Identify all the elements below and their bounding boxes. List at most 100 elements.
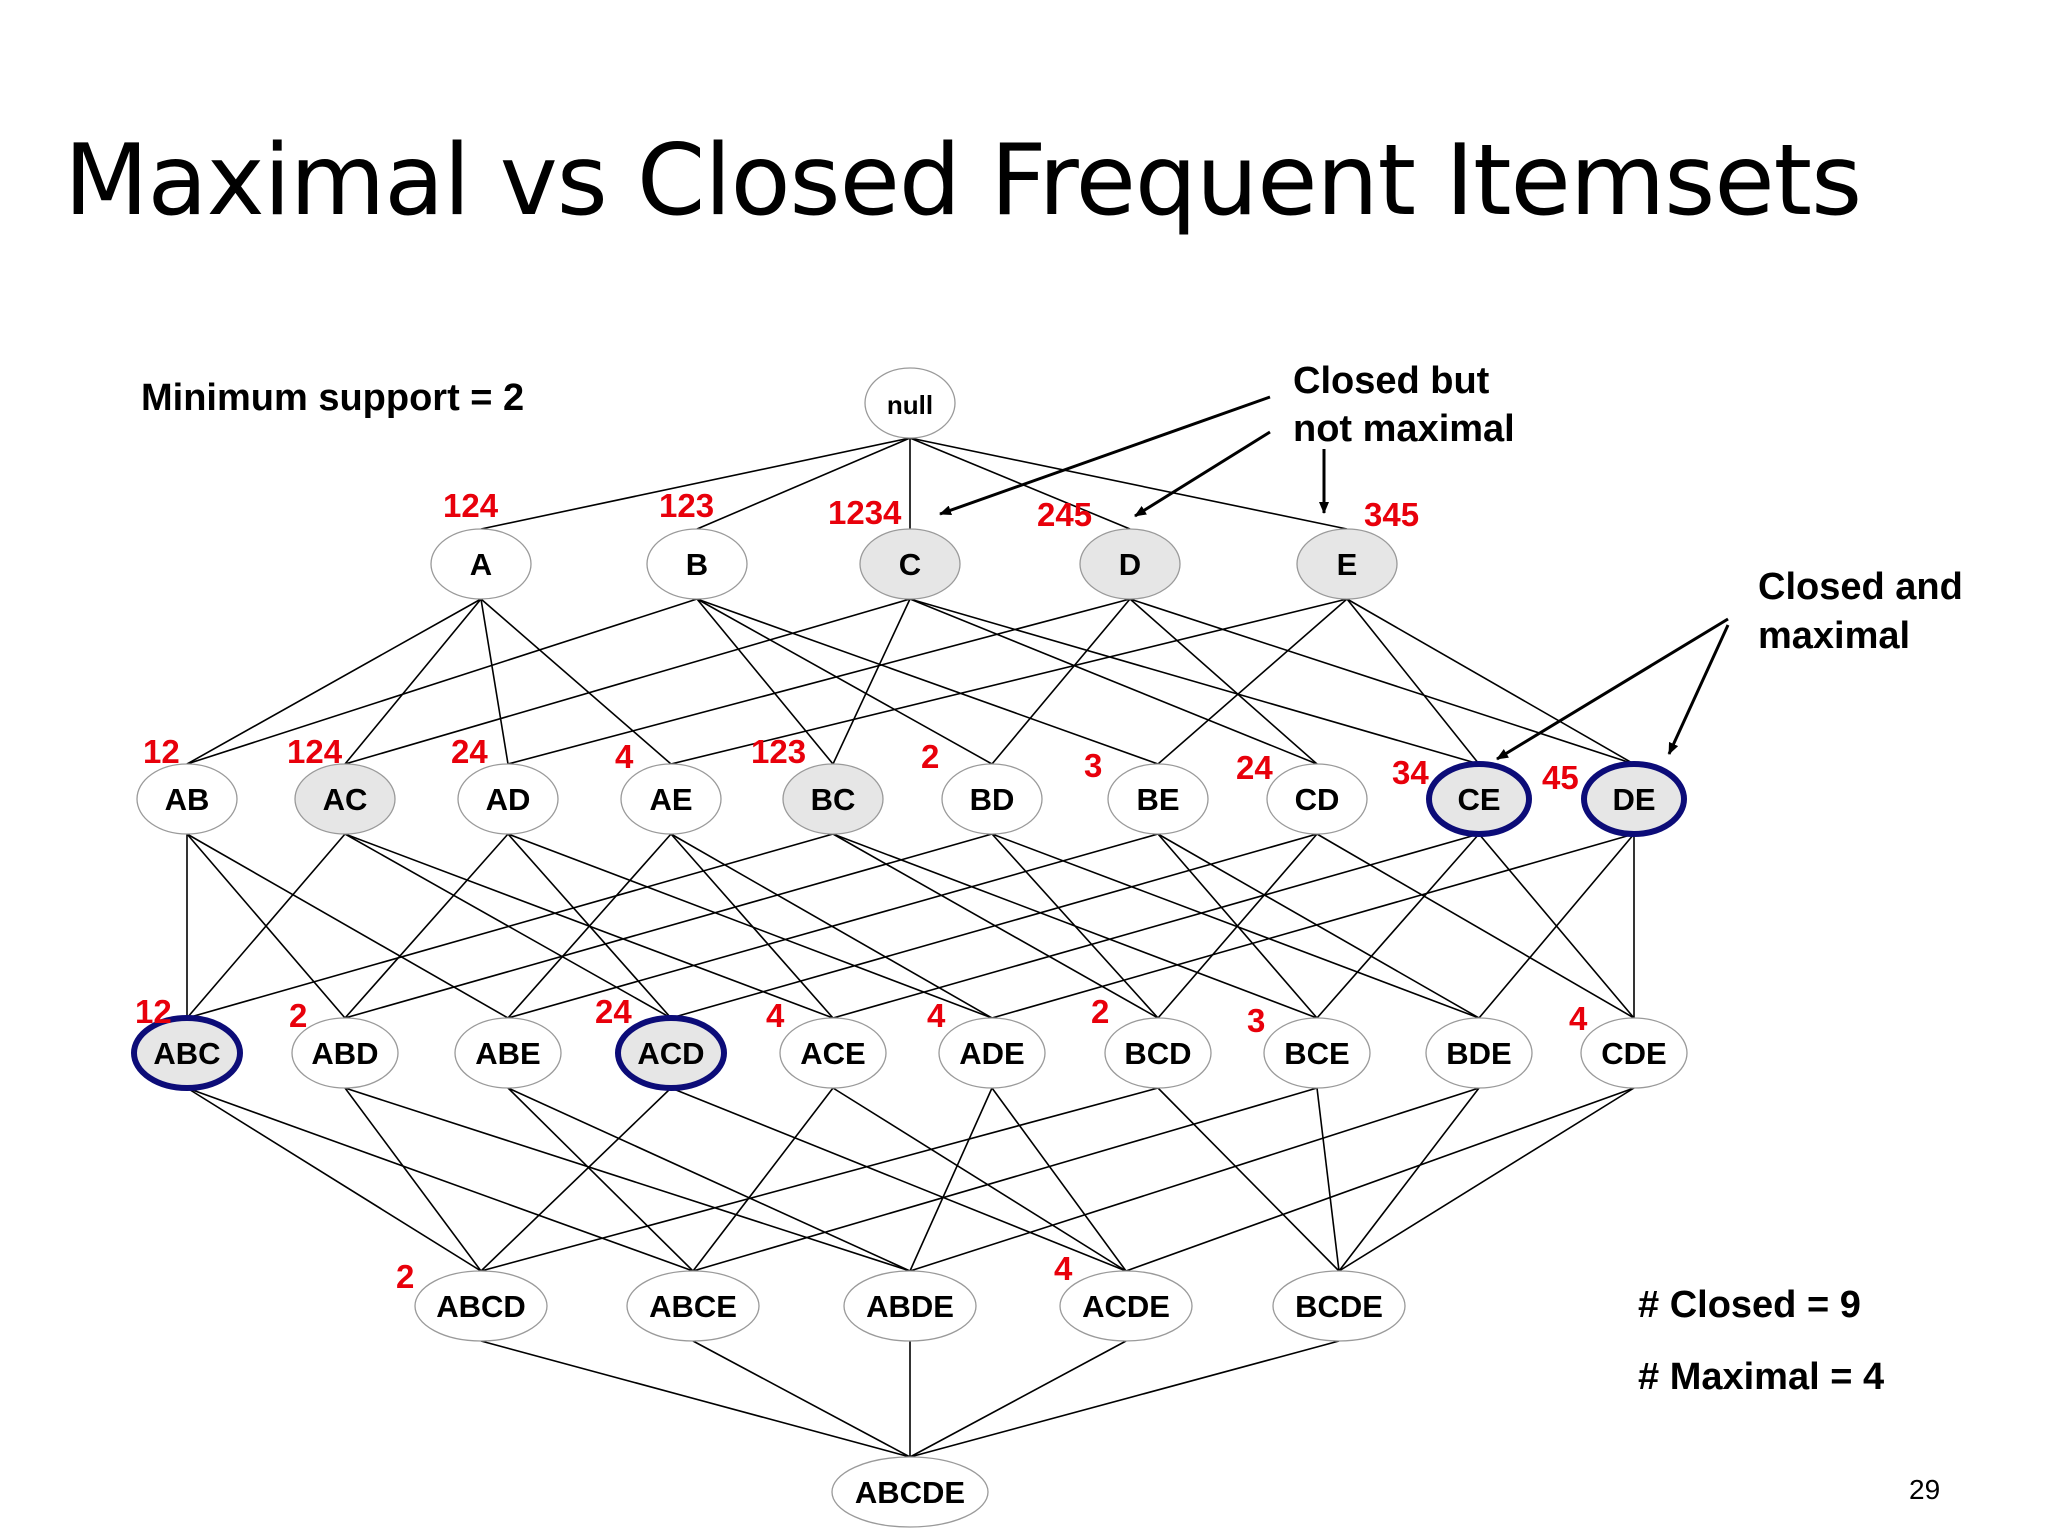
edge-BC-ABC xyxy=(186,833,834,1019)
support-acde: 4 xyxy=(1054,1250,1073,1287)
node-ellipse-abcde xyxy=(831,1456,989,1528)
page-number: 29 xyxy=(1909,1474,1940,1505)
node-ad: AD xyxy=(457,763,559,835)
node-ellipse-c xyxy=(859,528,961,600)
node-ellipse-cde xyxy=(1580,1017,1688,1089)
edge-CE-ACE xyxy=(832,833,1480,1019)
edge-ACD-ACDE xyxy=(670,1087,1127,1272)
edge-CE-BCE xyxy=(1316,833,1480,1019)
support-ad: 24 xyxy=(451,733,488,770)
node-ellipse-abde xyxy=(843,1270,977,1342)
edge-CD-ACD xyxy=(670,833,1318,1019)
node-label-abc: ABC xyxy=(153,1036,220,1071)
annotation-arrows xyxy=(939,395,1730,761)
edge-ABE-ABDE xyxy=(507,1087,911,1272)
node-ac: AC xyxy=(294,763,396,835)
node-label-abcd: ABCD xyxy=(436,1289,526,1324)
edge-CD-CDE xyxy=(1316,833,1635,1019)
support-acd: 24 xyxy=(595,993,632,1030)
node-ellipse-ac xyxy=(294,763,396,835)
closed-and-maximal-line-2: maximal xyxy=(1758,615,1910,657)
node-cde: CDE xyxy=(1580,1017,1688,1089)
edge-D-DE xyxy=(1129,598,1635,765)
node-ellipse-abe xyxy=(454,1017,562,1089)
support-ce: 34 xyxy=(1392,754,1429,791)
node-bce: BCE xyxy=(1263,1017,1371,1089)
edge-E-CE xyxy=(1346,598,1480,765)
edge-D-BD xyxy=(991,598,1131,765)
edge-ACE-ACDE xyxy=(832,1087,1127,1272)
node-label-acde: ACDE xyxy=(1082,1289,1170,1324)
node-ellipse-acd xyxy=(615,1015,727,1091)
node-de: DE xyxy=(1581,761,1687,837)
node-acde: ACDE xyxy=(1059,1270,1193,1342)
edge-BDE-BCDE xyxy=(1338,1087,1480,1272)
node-label-acd: ACD xyxy=(637,1036,704,1071)
support-ace: 4 xyxy=(766,997,785,1034)
support-cd: 24 xyxy=(1236,749,1273,786)
node-label-de: DE xyxy=(1612,782,1655,817)
node-label-abcde: ABCDE xyxy=(855,1475,965,1510)
edge-D-CD xyxy=(1129,598,1318,765)
node-acd: ACD xyxy=(615,1015,727,1091)
edge-null-D xyxy=(909,437,1131,530)
edge-C-CD xyxy=(909,598,1318,765)
closed-count-label: # Closed = 9 xyxy=(1638,1284,1861,1326)
edge-BE-ABE xyxy=(507,833,1159,1019)
edge-ABC-ABCE xyxy=(186,1087,694,1272)
node-ellipse-de xyxy=(1581,761,1687,837)
node-label-ab: AB xyxy=(165,782,210,817)
node-ellipse-abcd xyxy=(414,1270,548,1342)
node-label-ac: AC xyxy=(323,782,368,817)
node-label-b: B xyxy=(686,547,708,582)
node-label-abde: ABDE xyxy=(866,1289,954,1324)
node-label-ade: ADE xyxy=(959,1036,1024,1071)
node-ellipse-d xyxy=(1079,528,1181,600)
arrow-to-c xyxy=(939,395,1271,516)
support-ab: 12 xyxy=(143,733,180,770)
node-label-null: null xyxy=(887,390,933,420)
edge-DE-ADE xyxy=(991,833,1635,1019)
node-ellipse-be xyxy=(1107,763,1209,835)
node-ellipse-abd xyxy=(291,1017,399,1089)
support-d: 245 xyxy=(1037,496,1092,533)
support-e: 345 xyxy=(1364,496,1419,533)
node-label-c: C xyxy=(899,547,921,582)
edge-CD-BCD xyxy=(1157,833,1318,1019)
support-ac: 124 xyxy=(287,733,343,770)
edge-BD-BDE xyxy=(991,833,1480,1019)
node-label-be: BE xyxy=(1136,782,1179,817)
edge-B-AB xyxy=(186,598,698,765)
edge-A-AC xyxy=(344,598,482,765)
support-abc: 12 xyxy=(135,993,172,1030)
node-label-d: D xyxy=(1119,547,1141,582)
node-bd: BD xyxy=(941,763,1043,835)
edge-C-AC xyxy=(344,598,911,765)
edge-ABE-ABCE xyxy=(507,1087,694,1272)
node-b: B xyxy=(646,528,748,600)
node-abc: ABC xyxy=(131,1015,243,1091)
node-ellipse-abce xyxy=(626,1270,760,1342)
node-e: E xyxy=(1296,528,1398,600)
node-abcde: ABCDE xyxy=(831,1456,989,1528)
node-label-a: A xyxy=(470,547,492,582)
node-ellipse-ade xyxy=(938,1017,1046,1089)
support-abcd: 2 xyxy=(396,1258,414,1295)
closed-and-maximal-line-1: Closed and xyxy=(1758,566,1963,608)
edge-BCDE-ABCDE xyxy=(909,1340,1340,1458)
support-c: 1234 xyxy=(828,494,902,531)
arrow-to-ce xyxy=(1496,617,1729,761)
node-label-bc: BC xyxy=(811,782,856,817)
node-ellipse-bde xyxy=(1425,1017,1533,1089)
node-ellipse-ae xyxy=(620,763,722,835)
edge-null-B xyxy=(696,437,911,530)
node-ade: ADE xyxy=(938,1017,1046,1089)
edge-E-DE xyxy=(1346,598,1635,765)
arrow-to-d xyxy=(1134,430,1271,518)
edge-null-E xyxy=(909,437,1348,530)
closed-not-maximal-annotation: Closed but not maximal xyxy=(1293,360,1515,450)
node-ellipse-bcd xyxy=(1104,1017,1212,1089)
edge-AD-ABD xyxy=(344,833,509,1019)
